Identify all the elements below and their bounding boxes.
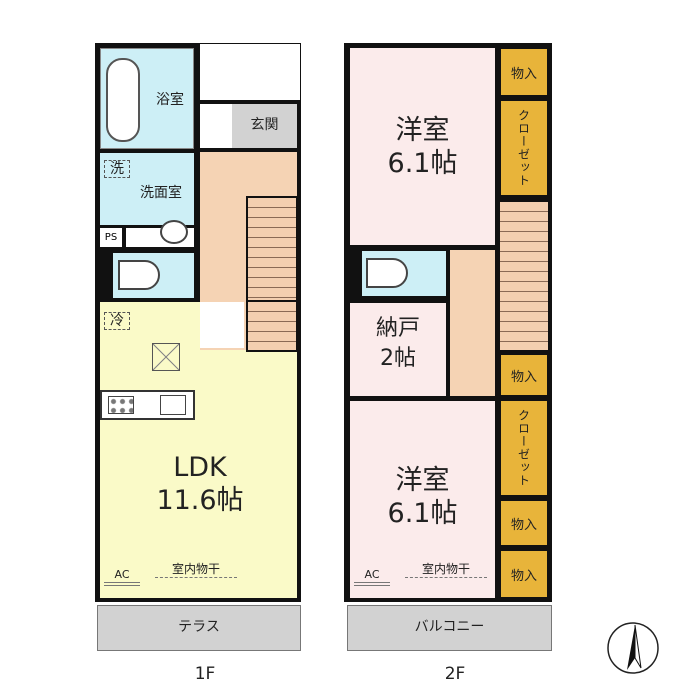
range-hood-icon: [152, 343, 180, 371]
washroom-label: 洗面室: [140, 185, 182, 201]
entrance-porch: [200, 44, 300, 100]
stairs-1f-lower: [246, 300, 298, 352]
western2-size: 6.1帖: [387, 498, 458, 529]
door-area: [200, 302, 244, 348]
washroom: [100, 153, 194, 225]
storage-room-name: 納戸: [375, 316, 420, 341]
fridge-mark: 冷: [104, 312, 130, 331]
ps-shaft: PS: [100, 228, 122, 247]
storage-4: 物入: [499, 549, 549, 599]
terrace: [97, 605, 301, 651]
floor2-label: 2F: [444, 664, 466, 684]
floor1-label: 1F: [194, 664, 216, 684]
drying-label-1f: 室内物干: [155, 562, 237, 578]
closet-2: クローゼット: [499, 399, 549, 497]
western-room-1: [350, 48, 495, 245]
western-room-2: [350, 401, 495, 598]
balcony: [347, 605, 552, 651]
stove-icon: [108, 396, 134, 414]
closet-1-label: クローゼット: [516, 109, 531, 187]
washer-mark: 洗: [104, 160, 130, 179]
ldk-size: 11.6帖: [156, 485, 244, 516]
western2-name: 洋室: [395, 465, 450, 496]
bath-label: 浴室: [156, 92, 184, 108]
ac-label-1f: AC: [104, 568, 140, 586]
drying-label-2f: 室内物干: [405, 562, 487, 578]
balcony-label: バルコニー: [414, 619, 485, 635]
entrance: [232, 104, 297, 148]
entrance-label: 玄関: [250, 117, 279, 133]
western1-size: 6.1帖: [387, 148, 458, 179]
storage-1: 物入: [499, 47, 549, 97]
storage-room-size: 2帖: [380, 346, 416, 371]
entrance-step: [200, 104, 232, 148]
toilet-2f-icon: [366, 258, 408, 288]
western1-name: 洋室: [395, 115, 450, 146]
north-compass-icon: [607, 622, 659, 674]
kitchen-sink-icon: [160, 395, 186, 415]
stairs-2f: [498, 200, 550, 352]
closet-2-label: クローゼット: [516, 409, 531, 487]
bathtub-icon: [106, 58, 140, 142]
toilet-icon: [118, 260, 160, 290]
ac-label-2f: AC: [354, 568, 390, 586]
sink-icon: [160, 220, 188, 244]
storage-3: 物入: [499, 499, 549, 547]
storage-room: [350, 303, 446, 396]
ldk-label: LDK: [173, 452, 227, 483]
storage-2: 物入: [499, 353, 549, 397]
terrace-label: テラス: [178, 619, 220, 635]
closet-1: クローゼット: [499, 99, 549, 197]
hallway-2f: [450, 250, 495, 396]
